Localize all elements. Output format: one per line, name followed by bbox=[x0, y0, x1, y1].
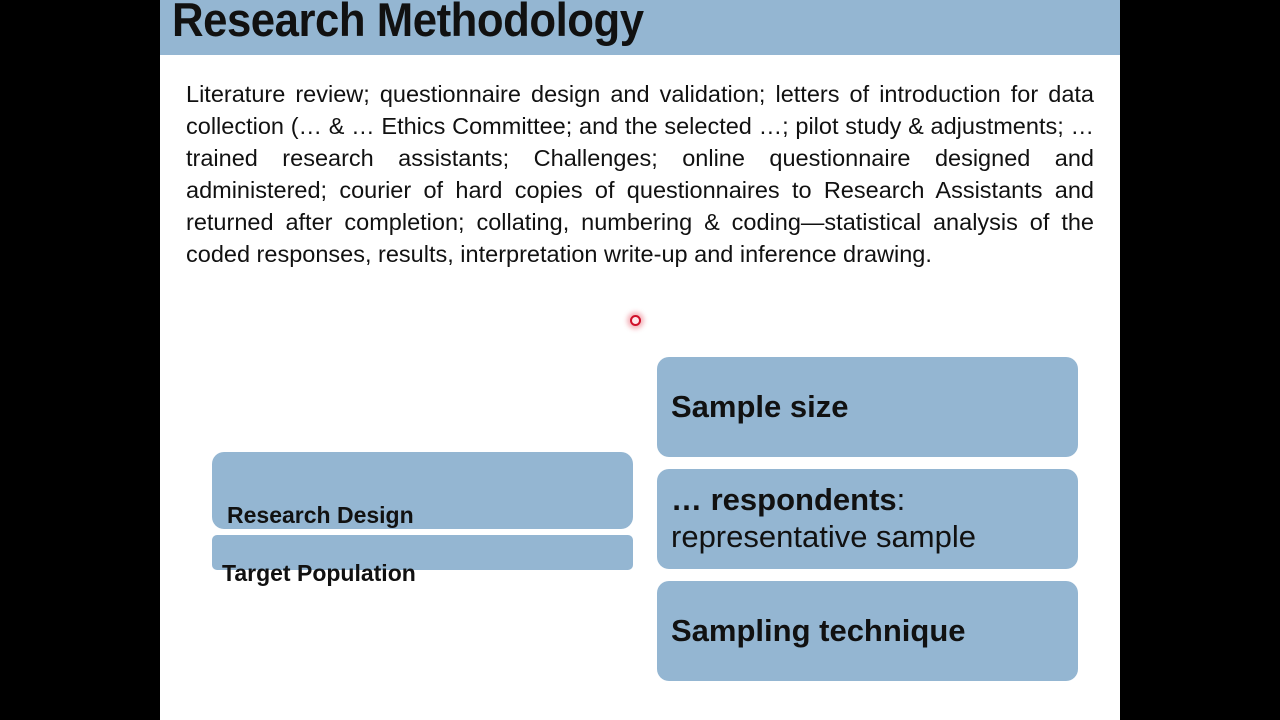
research-design-box bbox=[212, 452, 633, 529]
respondents-bold: … respondents bbox=[671, 482, 897, 517]
sampling-technique-label: Sampling technique bbox=[671, 613, 966, 648]
respondents-label: … respondents: bbox=[671, 481, 905, 518]
respondents-box: … respondents: representative sample bbox=[657, 469, 1078, 569]
slide-body-text: Literature review; questionnaire design … bbox=[186, 81, 1094, 267]
representative-sample-label: representative sample bbox=[671, 519, 976, 554]
title-band: Research Methodology bbox=[160, 0, 1120, 55]
respondents-colon: : bbox=[896, 482, 906, 517]
presentation-slide: Research Methodology Literature review; … bbox=[160, 0, 1120, 720]
pointer-cursor-icon bbox=[630, 315, 641, 326]
target-population-box bbox=[212, 535, 633, 570]
sample-size-box: Sample size bbox=[657, 357, 1078, 457]
sampling-technique-box: Sampling technique bbox=[657, 581, 1078, 681]
target-population-label: Target Population bbox=[222, 560, 416, 586]
slide-title: Research Methodology bbox=[172, 0, 644, 46]
research-design-label: Research Design bbox=[227, 502, 414, 528]
sample-size-label: Sample size bbox=[671, 389, 849, 424]
